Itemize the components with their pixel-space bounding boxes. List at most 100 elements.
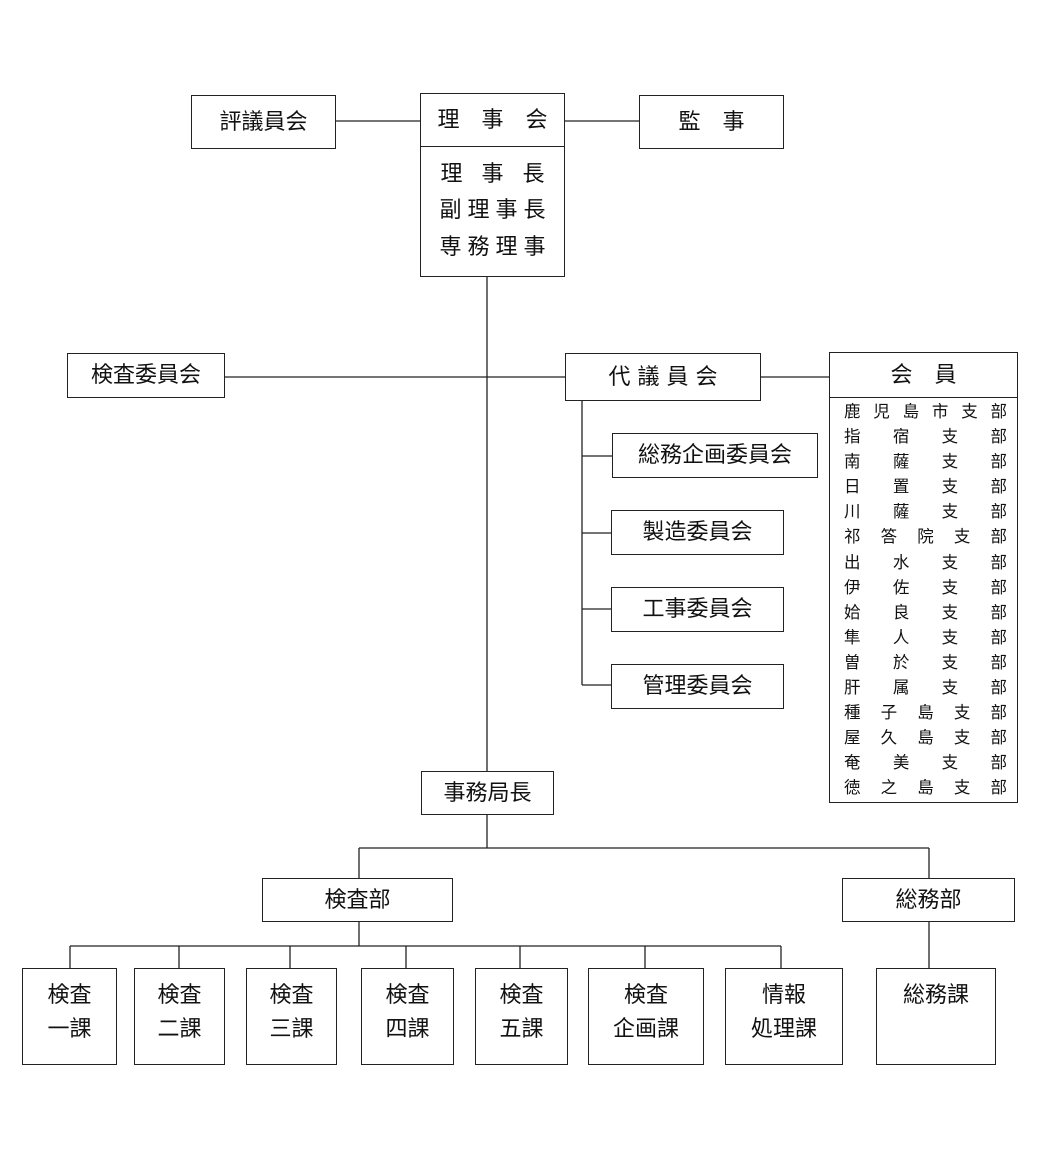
- managing-director-label: 専務理事: [439, 234, 552, 260]
- branch-char: 部: [990, 502, 1007, 522]
- branch-char: 徳: [844, 778, 861, 798]
- branch-row: 指宿支部: [844, 424, 1007, 449]
- branch-char: 答: [880, 527, 898, 547]
- general-planning-committee-box: 総務企画委員会: [612, 433, 818, 478]
- branch-char: 部: [990, 477, 1007, 497]
- branch-char: 佐: [892, 577, 910, 597]
- branch-char: 置: [892, 477, 910, 497]
- branch-list: 鹿児島市支部指宿支部南薩支部日置支部川薩支部祁答院支部出水支部伊佐支部姶良支部隼…: [829, 397, 1018, 803]
- members-header-box: 会 員: [829, 352, 1018, 398]
- executives-box: 理 事 長 副理事長 専務理事: [420, 146, 565, 277]
- section-planning-line1: 検査: [623, 983, 668, 1008]
- members-title: 会 員: [890, 362, 957, 388]
- section-2-line1: 検査: [157, 983, 202, 1008]
- branch-char: 市: [931, 402, 949, 421]
- branch-char: 支: [953, 778, 971, 798]
- branch-row: 南薩支部: [844, 449, 1007, 474]
- branch-char: 部: [990, 678, 1007, 698]
- branch-row: 徳之島支部: [844, 775, 1007, 800]
- branch-char: 部: [990, 602, 1007, 622]
- branch-char: 姶: [844, 602, 861, 622]
- inspection-section-5: 検査 五課: [475, 968, 568, 1065]
- section-1-line1: 検査: [47, 983, 92, 1008]
- secretariat-director-box: 事務局長: [421, 771, 554, 815]
- inspection-planning-section: 検査 企画課: [588, 968, 704, 1065]
- inspection-committee-box: 検査委員会: [67, 353, 225, 398]
- branch-char: 子: [880, 703, 898, 723]
- section-5-line2: 五課: [499, 1017, 544, 1043]
- branch-row: 奄美支部: [844, 750, 1007, 775]
- section-2-line2: 二課: [157, 1017, 202, 1043]
- inspection-section-4: 検査 四課: [361, 968, 454, 1065]
- branch-row: 祁答院支部: [844, 524, 1007, 549]
- branch-char: 院: [917, 527, 934, 547]
- management-committee-label: 管理委員会: [642, 674, 753, 699]
- branch-row: 肝属支部: [844, 675, 1007, 700]
- branch-char: 薩: [892, 452, 910, 472]
- branch-char: 支: [941, 477, 959, 497]
- branch-char: 部: [990, 552, 1007, 572]
- inspection-dept-label: 検査部: [324, 887, 391, 913]
- branch-char: 薩: [892, 502, 910, 522]
- auditors-label: 監 事: [678, 109, 745, 135]
- branch-char: 鹿: [844, 402, 861, 421]
- branch-char: 宿: [892, 427, 910, 447]
- branch-char: 属: [892, 678, 910, 698]
- councillors-box: 評議員会: [191, 95, 336, 149]
- inspection-committee-label: 検査委員会: [90, 363, 201, 388]
- representatives-label: 代 議 員 会: [608, 364, 718, 390]
- branch-char: 支: [941, 552, 959, 572]
- branch-char: 種: [844, 703, 861, 723]
- section-5-line1: 検査: [499, 983, 544, 1008]
- branch-char: 部: [990, 703, 1008, 723]
- branch-char: 部: [990, 728, 1008, 748]
- branch-char: 之: [880, 778, 898, 798]
- branch-row: 出水支部: [844, 550, 1007, 575]
- branch-char: 支: [941, 427, 959, 447]
- general-affairs-dept-label: 総務部: [895, 887, 962, 913]
- secretariat-director-label: 事務局長: [443, 780, 532, 806]
- branch-char: 部: [990, 652, 1007, 672]
- branch-char: 支: [941, 502, 959, 522]
- manufacturing-committee-box: 製造委員会: [611, 510, 784, 555]
- chairman-label: 理 事 長: [440, 162, 551, 188]
- section-1-line2: 一課: [47, 1017, 92, 1043]
- manufacturing-committee-label: 製造委員会: [642, 520, 753, 545]
- branch-char: 曽: [844, 652, 861, 672]
- branch-char: 指: [844, 427, 861, 447]
- branch-char: 島: [917, 703, 934, 723]
- general-affairs-section-label: 総務課: [902, 983, 969, 1008]
- general-planning-committee-label: 総務企画委員会: [637, 443, 792, 468]
- branch-char: 島: [917, 778, 934, 798]
- branch-char: 川: [844, 502, 861, 522]
- branch-char: 部: [990, 577, 1007, 597]
- branch-char: 美: [892, 753, 910, 773]
- branch-char: 支: [941, 652, 959, 672]
- construction-committee-box: 工事委員会: [611, 587, 784, 632]
- branch-char: 児: [873, 402, 890, 421]
- branch-char: 支: [953, 703, 971, 723]
- branch-char: 支: [953, 728, 971, 748]
- board-of-directors-box: 理 事 会: [420, 93, 565, 147]
- branch-char: 屋: [844, 728, 861, 748]
- branch-char: 奄: [844, 753, 861, 773]
- section-4-line2: 四課: [385, 1017, 430, 1043]
- branch-char: 祁: [844, 527, 861, 547]
- construction-committee-label: 工事委員会: [642, 597, 753, 622]
- branch-row: 隼人支部: [844, 625, 1007, 650]
- councillors-label: 評議員会: [219, 109, 308, 135]
- section-3-line2: 三課: [269, 1017, 314, 1043]
- branch-char: 部: [990, 452, 1007, 472]
- general-affairs-section: 総務課: [876, 968, 996, 1065]
- general-affairs-dept-box: 総務部: [842, 878, 1015, 922]
- branch-char: 島: [902, 402, 920, 421]
- branch-char: 支: [941, 678, 959, 698]
- branch-row: 鹿児島市支部: [844, 399, 1007, 424]
- auditors-box: 監 事: [639, 95, 784, 149]
- inspection-section-2: 検査 二課: [134, 968, 225, 1065]
- inspection-section-3: 検査 三課: [246, 968, 337, 1065]
- branch-char: 支: [961, 402, 978, 421]
- branch-char: 南: [844, 452, 861, 472]
- branch-char: 部: [990, 527, 1008, 547]
